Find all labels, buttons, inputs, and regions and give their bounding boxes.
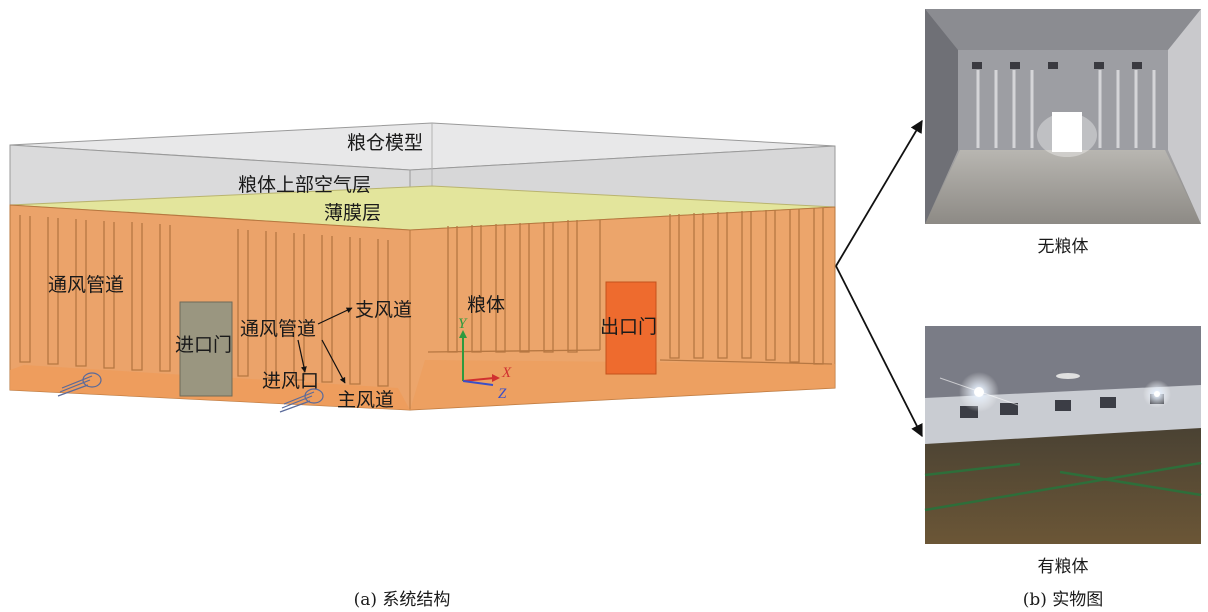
photo-full-label: 有粮体 <box>1038 557 1089 577</box>
branch-duct-arrow <box>317 307 353 325</box>
ventilation-duct-mid-label: 通风管道 <box>240 318 316 340</box>
axis-y-label: Y <box>458 316 468 332</box>
granary-model-label: 粮仓模型 <box>347 132 423 154</box>
main-duct-label: 主风道 <box>337 389 394 411</box>
photo-empty-label: 无粮体 <box>1038 237 1089 257</box>
duct-to-inlet-arrow <box>297 339 307 373</box>
floor-right <box>410 360 835 410</box>
inlet-fan-left <box>57 372 102 397</box>
right-wall-ducts <box>427 208 833 365</box>
left-wall-ducts <box>19 215 389 387</box>
outlet-door-label: 出口门 <box>600 316 657 338</box>
caption-system-structure: (a) 系统结构 <box>354 590 451 610</box>
axis-x-label: X <box>501 365 512 381</box>
inlet-door <box>179 301 233 397</box>
main-duct-arrow <box>321 339 346 384</box>
ventilation-duct-left-label: 通风管道 <box>48 274 124 296</box>
upper-air-layer-label: 粮体上部空气层 <box>238 174 371 196</box>
granary-model: Y X Z 粮仓模型 粮体上部空气层 薄膜层 通风管道 进口门 通风管道 支风道… <box>9 122 836 413</box>
photo-connectors <box>835 119 923 438</box>
inlet-door-label: 进口门 <box>175 334 232 356</box>
air-inlet-label: 进风口 <box>262 370 319 392</box>
photo-full-granary <box>924 326 1202 544</box>
axis-triad: Y X Z <box>458 316 512 402</box>
outlet-door <box>605 281 657 375</box>
film-layer-label: 薄膜层 <box>324 202 381 224</box>
grain-body-label: 粮体 <box>467 294 505 316</box>
caption-physical-photo: (b) 实物图 <box>1023 590 1104 610</box>
inlet-fan-mid <box>279 388 324 413</box>
photo-empty-granary <box>925 9 1201 224</box>
branch-duct-label: 支风道 <box>355 299 412 321</box>
axis-z-label: Z <box>498 386 507 402</box>
